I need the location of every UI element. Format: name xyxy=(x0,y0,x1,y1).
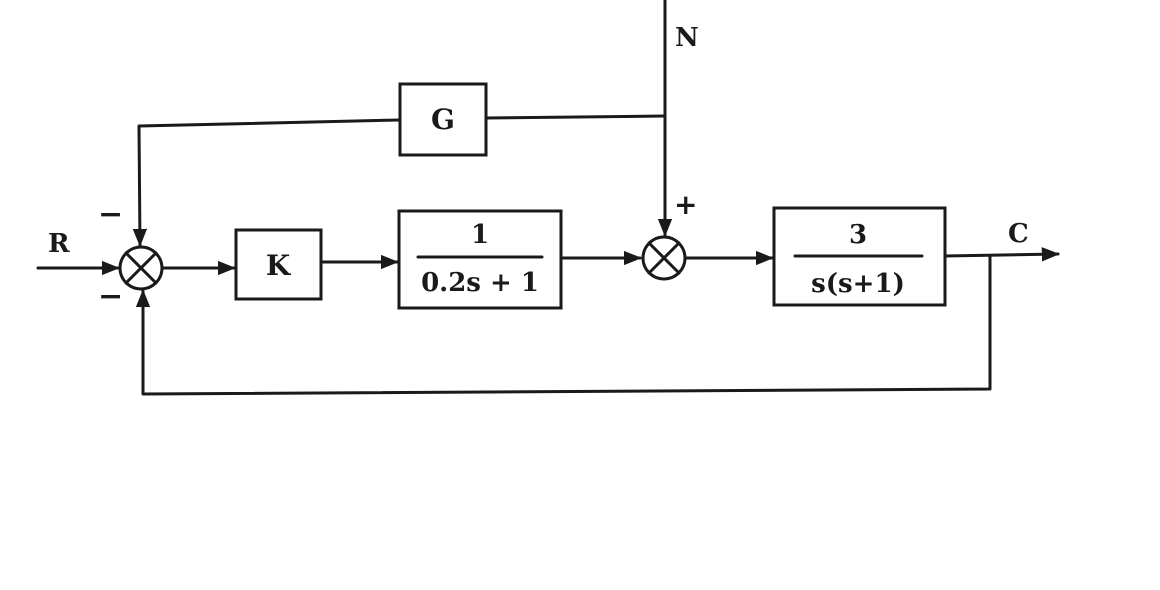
summer1-bottom-sign: − xyxy=(98,279,123,314)
feedforward-label: G xyxy=(431,103,455,136)
link-n-to-g xyxy=(484,114,667,120)
output-label: C xyxy=(1008,219,1029,249)
input-label: R xyxy=(48,229,70,259)
filter-block: 1 0.2s + 1 xyxy=(397,209,563,310)
disturbance-label: N xyxy=(675,23,699,53)
link-g-to-sum1 xyxy=(132,118,402,247)
filter-numerator: 1 xyxy=(471,220,489,250)
plant-numerator: 3 xyxy=(849,220,867,250)
filter-denominator: 0.2s + 1 xyxy=(421,268,539,298)
feedforward-block: G xyxy=(398,82,488,157)
gain-label: K xyxy=(266,249,292,282)
plant-block: 3 s(s+1) xyxy=(772,206,947,307)
summer1-top-sign: − xyxy=(98,197,123,232)
feedback-path xyxy=(135,254,992,396)
plant-denominator: s(s+1) xyxy=(811,269,905,299)
summer2-top-sign: + xyxy=(674,188,697,221)
output-line xyxy=(943,247,1060,262)
gain-block: K xyxy=(234,228,323,301)
summing-junction-2 xyxy=(641,235,687,281)
summing-junction-1 xyxy=(118,245,164,291)
